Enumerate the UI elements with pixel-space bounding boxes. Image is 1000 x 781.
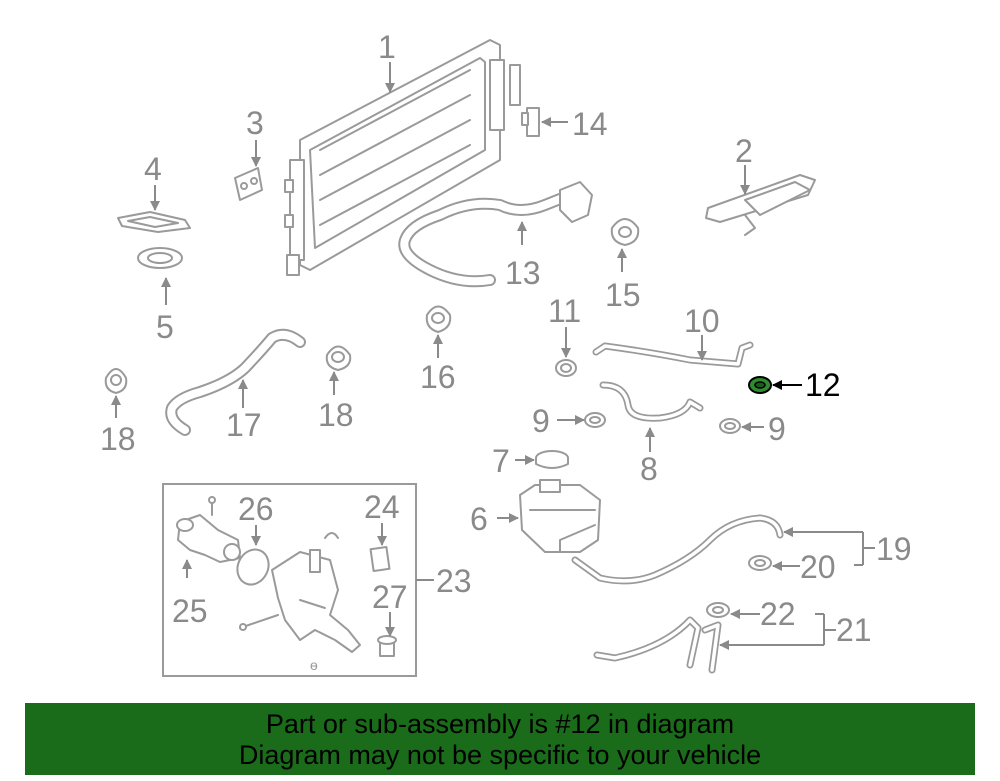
hose-part-13[interactable] [398,181,593,288]
gasket-part-24[interactable] [369,545,391,573]
parts-diagram: 1 2 3 4 5 6 7 [100,29,912,677]
callout-9-left: 9 [532,403,550,439]
callout-3: 3 [246,105,264,141]
deflector-part-2[interactable] [705,174,816,236]
clamp-part-12-highlighted[interactable] [748,376,772,394]
outlet-part-25[interactable] [176,496,241,563]
callout-14: 14 [572,106,608,142]
callout-17: 17 [226,407,262,443]
reservoir-part-6[interactable] [519,479,601,553]
cap-part-7[interactable] [535,450,569,469]
hose-part-8[interactable] [599,381,704,422]
callout-7: 7 [492,443,510,479]
callout-20: 20 [800,549,836,585]
callout-16: 16 [420,359,456,395]
callout-6: 6 [470,501,488,537]
callout-13: 13 [505,255,541,291]
clamp-part-18-right[interactable] [325,345,352,371]
callout-27: 27 [372,579,408,615]
clamp-part-20[interactable] [748,555,772,571]
clamp-part-16[interactable] [425,305,452,333]
callout-12: 12 [805,367,841,403]
svg-text:ɵ: ɵ [310,657,318,673]
callout-15: 15 [605,277,641,313]
hose-assembly-part-21[interactable] [593,616,722,674]
callout-18-left: 18 [100,421,136,457]
radiator-part-1[interactable] [284,39,521,276]
callout-25: 25 [172,593,208,629]
clip-part-14[interactable] [521,107,540,137]
callout-21: 21 [836,612,872,648]
clamp-part-9-right[interactable] [719,418,741,434]
callout-19: 19 [876,531,912,567]
clamp-part-18-left[interactable] [104,368,128,394]
callout-9-right: 9 [768,411,786,447]
hose-part-10[interactable] [592,341,754,368]
clamp-part-15[interactable] [610,218,640,246]
callout-8: 8 [640,451,658,487]
callout-1: 1 [378,29,396,65]
callout-10: 10 [684,303,720,339]
seal-part-4[interactable] [117,211,191,233]
callout-11: 11 [548,293,581,329]
hose-part-17[interactable] [165,328,306,436]
hose-assembly-part-19[interactable] [571,514,784,585]
callout-23: 23 [436,563,472,599]
info-banner: Part or sub-assembly is #12 in diagram D… [25,703,975,775]
callout-18-right: 18 [318,397,354,433]
o-ring-part-26[interactable] [232,544,274,589]
bolt-part-27[interactable] [377,635,397,657]
clamp-part-22[interactable] [706,602,730,618]
callout-2: 2 [735,133,753,169]
thermostat-housing[interactable]: ɵ [239,532,361,673]
grommet-part-5[interactable] [137,247,183,269]
callout-26: 26 [238,491,274,527]
banner-line-1: Part or sub-assembly is #12 in diagram [265,709,735,739]
callout-5: 5 [156,309,174,345]
banner-line-2: Diagram may not be specific to your vehi… [238,740,762,770]
bracket-part-3[interactable] [234,167,263,201]
callout-24: 24 [364,489,400,525]
clamp-part-9-left[interactable] [584,412,606,428]
callout-22: 22 [760,596,796,632]
callout-4: 4 [144,151,162,187]
clamp-part-11[interactable] [555,359,577,377]
